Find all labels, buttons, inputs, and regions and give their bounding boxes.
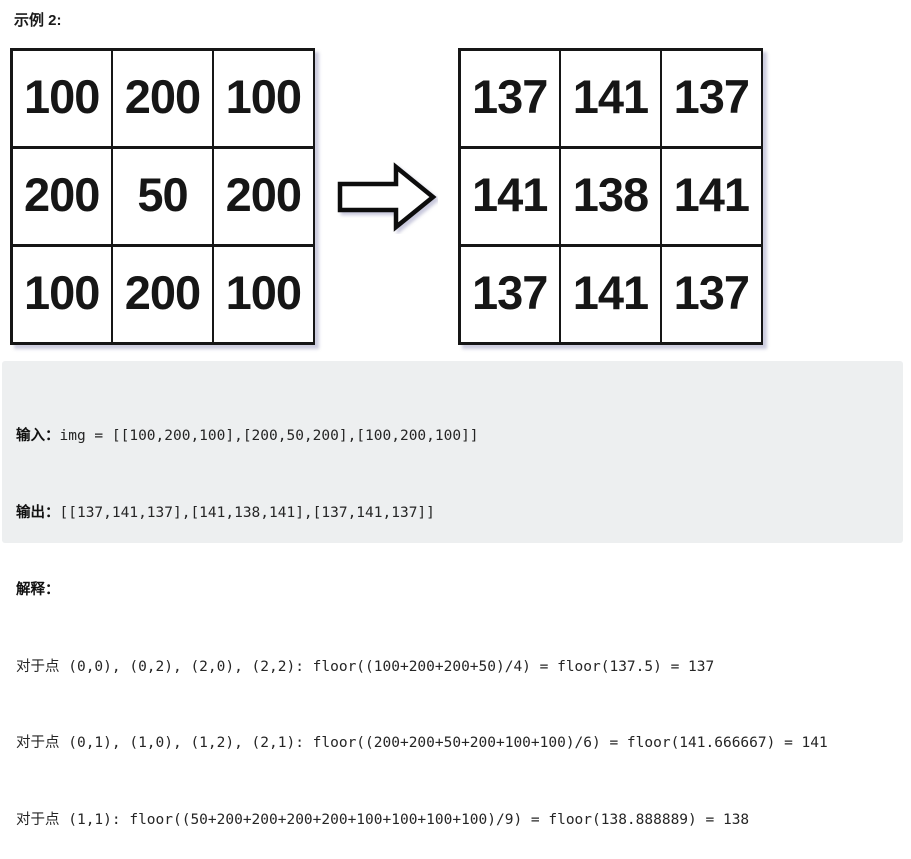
- grid-cell: 200: [214, 148, 313, 245]
- output-line: 输出：[[137,141,137],[141,138,141],[137,141…: [16, 501, 889, 527]
- grid-cell: 141: [561, 246, 660, 343]
- example-code-block: 输入：img = [[100,200,100],[200,50,200],[10…: [2, 361, 903, 828]
- grid-cell: 100: [12, 50, 111, 147]
- grid-cell: 100: [12, 246, 111, 343]
- output-label: 输出：: [16, 504, 60, 521]
- grid-cell: 200: [12, 148, 111, 245]
- grid-cell: 200: [113, 50, 212, 147]
- explanation-line: 对于点 (1,1): floor((50+200+200+200+200+100…: [16, 812, 750, 829]
- grid-cell: 50: [113, 148, 212, 245]
- explanation-line: 对于点 (0,1), (1,0), (1,2), (2,1): floor((2…: [16, 735, 828, 752]
- grid-cell: 137: [460, 50, 559, 147]
- grid-cell: 137: [662, 246, 761, 343]
- output-grid: 137 141 137 141 138 141 137 141 137: [458, 48, 763, 345]
- page-title: 示例 2:: [14, 12, 62, 29]
- grid-cell: 141: [561, 50, 660, 147]
- grid-cell: 141: [460, 148, 559, 245]
- grid-cell: 100: [214, 50, 313, 147]
- explanation-line: 对于点 (0,0), (0,2), (2,0), (2,2): floor((1…: [16, 658, 715, 675]
- input-value: img = [[100,200,100],[200,50,200],[100,2…: [59, 428, 479, 445]
- output-value: [[137,141,137],[141,138,141],[137,141,13…: [59, 504, 435, 521]
- grid-cell: 200: [113, 246, 212, 343]
- input-grid: 100 200 100 200 50 200 100 200 100: [10, 48, 315, 345]
- grid-cell: 138: [561, 148, 660, 245]
- grid-cell: 100: [214, 246, 313, 343]
- input-label: 输入：: [16, 428, 60, 445]
- right-arrow-icon: [336, 161, 438, 234]
- input-line: 输入：img = [[100,200,100],[200,50,200],[10…: [16, 424, 889, 450]
- grid-cell: 137: [662, 50, 761, 147]
- explanation-label-line: 解释：: [16, 578, 889, 604]
- grid-cell: 141: [662, 148, 761, 245]
- grid-cell: 137: [460, 246, 559, 343]
- explanation-label: 解释：: [16, 581, 60, 598]
